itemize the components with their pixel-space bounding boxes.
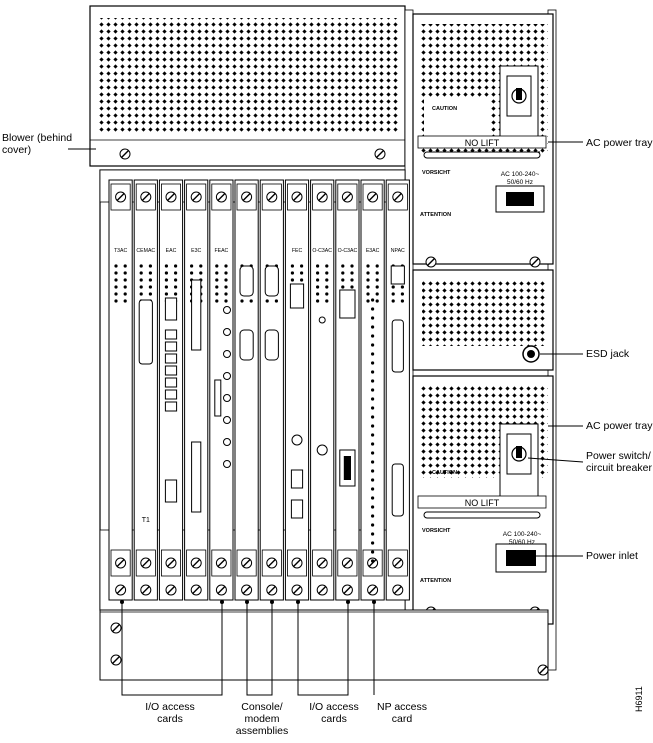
figure-id: H6911 bbox=[634, 686, 644, 712]
card-top-label: FEC bbox=[292, 248, 303, 254]
card-bottom-label: T1 bbox=[142, 517, 150, 524]
card-top-label: E3C bbox=[191, 248, 201, 254]
line-card: O-C3AC bbox=[335, 179, 360, 601]
line-card: E3AC bbox=[360, 179, 385, 601]
card-top-label: T3AC bbox=[114, 248, 128, 254]
label-power-switch-line1: Power switch/ bbox=[586, 450, 651, 462]
label-io-access-cards-right: I/O access cards bbox=[309, 701, 359, 725]
blower-cover bbox=[89, 5, 406, 167]
label-io-left-line2: cards bbox=[157, 713, 183, 725]
line-card: FEAC bbox=[209, 179, 234, 601]
line-card: E3C bbox=[184, 179, 209, 601]
card-top-label: FEAC bbox=[214, 248, 228, 254]
label-console-line2: modem bbox=[244, 713, 280, 725]
caution-text-top: CAUTION bbox=[432, 106, 457, 112]
label-console-line1: Console/ bbox=[241, 701, 283, 713]
card-top-label: O-C3AC bbox=[312, 248, 332, 254]
card-top-label: O-C3AC bbox=[338, 248, 358, 254]
ac-rating-top-1: AC 100-240~ bbox=[501, 171, 540, 178]
label-io-left-line1: I/O access bbox=[145, 701, 195, 713]
leader-lines bbox=[68, 141, 584, 696]
label-np-line2: card bbox=[391, 713, 413, 725]
leader-arrows bbox=[120, 600, 376, 604]
label-ac-power-tray-top: AC power tray bbox=[586, 137, 653, 149]
ac-rating-bottom-2: 50/60 Hz bbox=[509, 539, 535, 546]
label-power-inlet: Power inlet bbox=[586, 550, 638, 562]
ac-power-tray-top bbox=[412, 13, 554, 268]
line-card: O-C3AC bbox=[310, 179, 335, 601]
line-card: EAC bbox=[158, 179, 184, 601]
label-console-line3: assemblies bbox=[235, 725, 289, 737]
label-io-right-line1: I/O access bbox=[309, 701, 359, 713]
label-power-switch: Power switch/ circuit breaker bbox=[586, 450, 652, 474]
ac-power-tray-bottom bbox=[412, 375, 554, 625]
label-power-switch-line2: circuit breaker bbox=[586, 462, 652, 474]
line-card: CEMAC T1 bbox=[133, 179, 158, 601]
label-console-modem: Console/ modem assemblies bbox=[236, 701, 289, 737]
no-lift-bottom: NO LIFT bbox=[465, 498, 500, 508]
label-io-access-cards-left: I/O access cards bbox=[145, 701, 195, 725]
ac-rating-top-2: 50/60 Hz bbox=[507, 179, 533, 186]
no-lift-top: NO LIFT bbox=[465, 138, 500, 148]
line-card bbox=[259, 179, 284, 601]
esd-panel bbox=[412, 269, 554, 371]
lower-chassis bbox=[99, 609, 549, 681]
attention-text-top: ATTENTION bbox=[420, 212, 451, 218]
label-blower-line1: Blower (behind bbox=[2, 132, 73, 144]
label-np-access-card: NP access card bbox=[377, 701, 427, 725]
card-top-label: CEMAC bbox=[136, 248, 155, 254]
attention-text-bottom: ATTENTION bbox=[420, 578, 451, 584]
card-top-label: EAC bbox=[166, 248, 177, 254]
vorsicht-text-top: VORSICHT bbox=[422, 170, 451, 176]
vorsicht-text-bottom: VORSICHT bbox=[422, 528, 451, 534]
card-top-label: NPAC bbox=[391, 248, 405, 254]
label-blower-line2: cover) bbox=[2, 144, 32, 156]
caution-text-bottom: CAUTION bbox=[432, 470, 457, 476]
card-top-label: E3AC bbox=[366, 248, 380, 254]
panel-text: CAUTION NO LIFT VORSICHT ATTENTION AC 10… bbox=[420, 106, 541, 584]
line-card: T3AC bbox=[108, 179, 133, 601]
label-io-right-line2: cards bbox=[321, 713, 347, 725]
label-blower: Blower (behind cover) bbox=[2, 132, 72, 156]
label-np-line1: NP access bbox=[377, 701, 427, 713]
line-card: FEC bbox=[284, 179, 310, 601]
ac-rating-bottom-1: AC 100-240~ bbox=[503, 531, 542, 538]
label-ac-power-tray-bottom: AC power tray bbox=[586, 420, 653, 432]
label-esd-jack: ESD jack bbox=[586, 348, 630, 360]
line-card bbox=[234, 179, 259, 601]
line-card: NPAC bbox=[385, 179, 410, 601]
